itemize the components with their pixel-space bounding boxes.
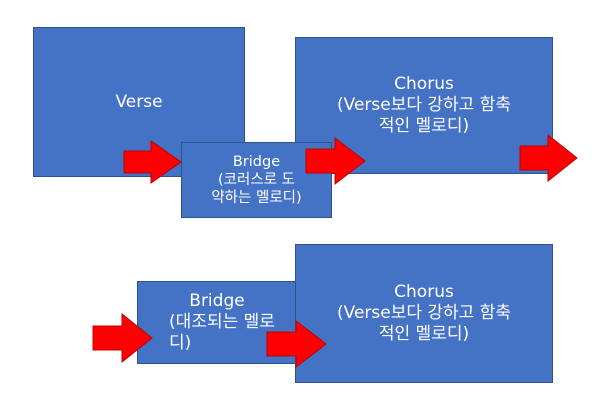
chorus-title-bottom: Chorus xyxy=(394,282,454,303)
arrow-right-icon xyxy=(266,320,327,368)
chorus-box-top: Chorus (Verse보다 강하고 함축 적인 멜로디) xyxy=(295,37,553,174)
chorus-box-bottom: Chorus (Verse보다 강하고 함축 적인 멜로디) xyxy=(295,244,553,383)
arrow-right-icon xyxy=(519,134,578,182)
chorus-title-top: Chorus xyxy=(394,74,454,95)
arrow-right-icon xyxy=(92,313,153,363)
bridge-desc-line2-top: 약하는 멜로디) xyxy=(211,190,302,207)
bridge-desc-line1-top: (코러스로 도 xyxy=(218,171,295,188)
bridge-title-top: Bridge xyxy=(232,153,281,170)
chorus-desc-line1-bottom: (Verse보다 강하고 함축 xyxy=(337,303,511,324)
bridge-title-bottom: Bridge xyxy=(189,291,245,312)
chorus-desc-line1-top: (Verse보다 강하고 함축 xyxy=(337,95,511,116)
bridge-desc-line1-bottom: (대조되는 멜로 xyxy=(169,312,275,333)
chorus-desc-line2-top: 적인 멜로디) xyxy=(378,115,470,136)
arrow-right-icon xyxy=(123,140,182,184)
arrow-right-icon xyxy=(305,137,366,185)
verse-label: Verse xyxy=(115,91,163,112)
bridge-desc-line2-bottom: 디) xyxy=(169,332,192,353)
chorus-desc-line2-bottom: 적인 멜로디) xyxy=(378,323,470,344)
